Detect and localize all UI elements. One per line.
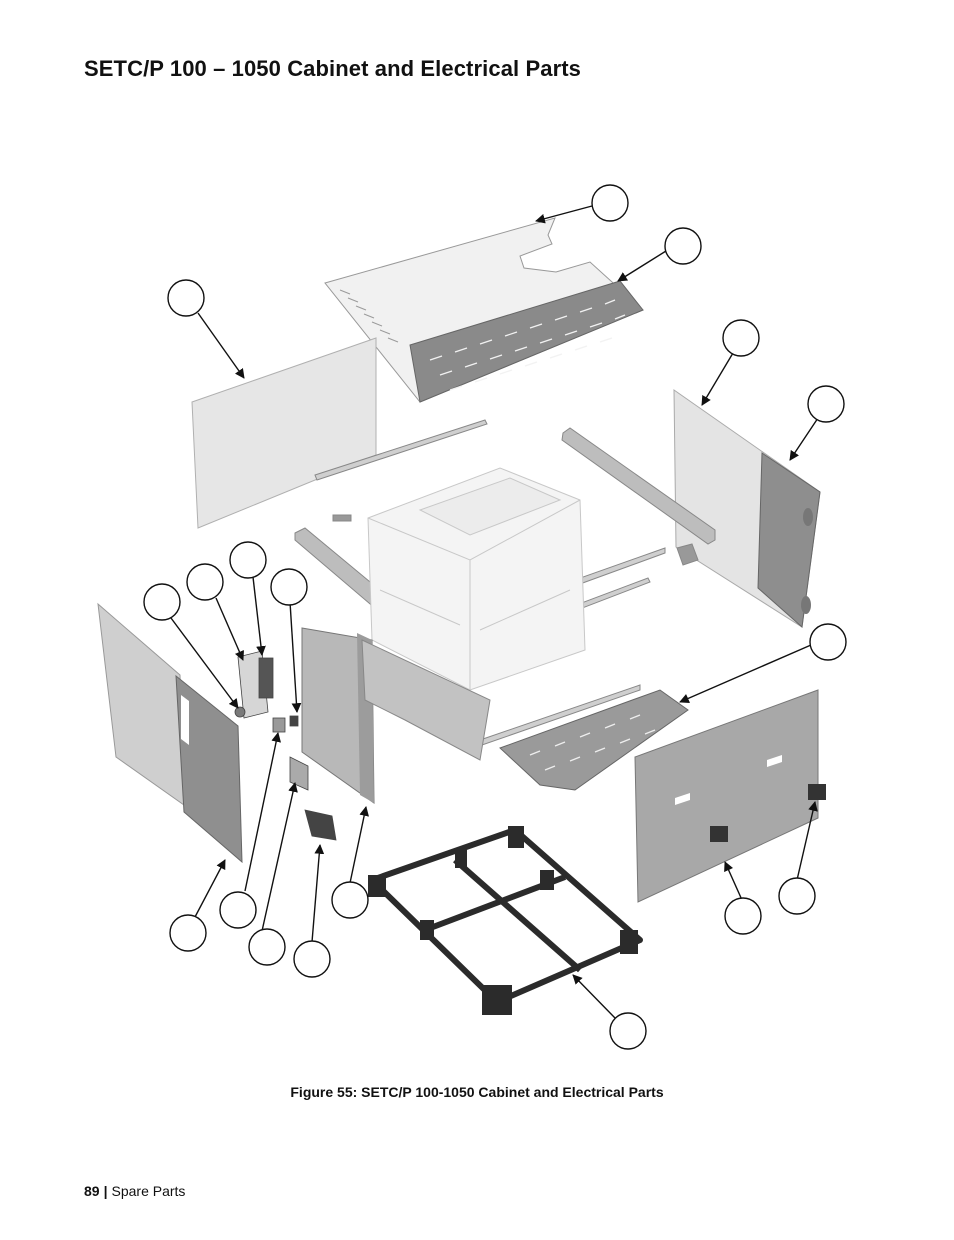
callout-circle [229,541,267,579]
front-door-panel [97,602,243,864]
top-panel [324,217,644,403]
page-title: SETC/P 100 – 1050 Cabinet and Electrical… [84,56,581,81]
callout-circle [724,897,762,935]
base-pan [361,639,689,791]
callout-circle [270,568,308,606]
figure-caption: Figure 55: SETC/P 100-1050 Cabinet and E… [290,1084,664,1100]
callout-circle [809,623,847,661]
callout-circle [778,877,816,915]
callout-circles [143,184,847,1050]
page-footer: 89|Spare Parts [84,1183,185,1199]
right-side-panel [673,389,821,628]
rear-panel [634,689,826,903]
callout-circle [293,940,331,978]
callout-circle [143,583,181,621]
central-tank [367,467,586,691]
leader-lines [167,205,819,1019]
electrical-box-frame [301,627,375,804]
callout-circle [186,563,224,601]
electrical-components [234,650,337,841]
footer-separator: | [103,1183,108,1199]
page-number: 89 [84,1183,100,1199]
base-frame [368,826,643,1015]
callout-circle [664,227,702,265]
callout-circle [169,914,207,952]
callout-circle [807,385,845,423]
callout-circle [722,319,760,357]
callout-circle [219,891,257,929]
callout-circle [248,928,286,966]
left-side-panel [191,337,377,529]
callout-circle [331,881,369,919]
callout-circle [609,1012,647,1050]
callout-circle [591,184,629,222]
footer-section: Spare Parts [111,1183,186,1199]
callout-circle [167,279,205,317]
